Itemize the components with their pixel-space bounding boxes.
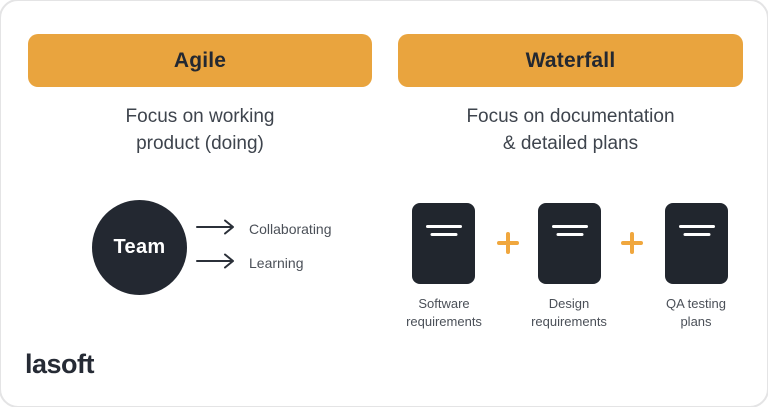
doc-label-line1: QA testing xyxy=(666,296,726,311)
lasoft-logo: lasoft xyxy=(25,349,95,379)
waterfall-header-bar: Waterfall xyxy=(398,34,743,87)
waterfall-header-label: Waterfall xyxy=(525,48,616,72)
agile-subtitle-line1: Focus on working xyxy=(125,106,275,127)
doc-label-line2: plans xyxy=(680,314,712,329)
team-label: Team xyxy=(113,236,166,258)
doc-label-line1: Design xyxy=(548,296,590,311)
document-text-line xyxy=(683,233,710,236)
document-text-line xyxy=(425,225,462,228)
plus-icon xyxy=(621,232,643,254)
software-requirements-label: Software requirements xyxy=(389,295,499,331)
document-icon xyxy=(538,203,601,284)
agile-subtitle: Focus on working product (doing) xyxy=(28,103,372,157)
collaborating-label: Collaborating xyxy=(249,221,332,237)
learning-label: Learning xyxy=(249,255,304,271)
document-text-line xyxy=(556,233,583,236)
waterfall-subtitle: Focus on documentation & detailed plans xyxy=(398,103,743,157)
right-arrow-icon xyxy=(196,219,236,240)
doc-label-line2: requirements xyxy=(406,314,482,329)
team-circle-icon: Team xyxy=(92,200,187,295)
collaborating-row: Collaborating xyxy=(196,219,332,239)
document-icon xyxy=(665,203,728,284)
plus-icon xyxy=(497,232,519,254)
document-text-line xyxy=(551,225,588,228)
doc-label-line2: requirements xyxy=(531,314,607,329)
agile-header-label: Agile xyxy=(173,48,227,72)
agile-header-bar: Agile xyxy=(28,34,372,87)
document-text-line xyxy=(430,233,457,236)
waterfall-subtitle-line2: & detailed plans xyxy=(502,133,639,154)
right-arrow-icon xyxy=(196,253,236,274)
qa-testing-plans-label: QA testing plans xyxy=(641,295,751,331)
waterfall-subtitle-line1: Focus on documentation xyxy=(466,106,675,127)
doc-label-line1: Software xyxy=(418,296,470,311)
document-text-line xyxy=(678,225,715,228)
agile-subtitle-line2: product (doing) xyxy=(136,133,264,154)
document-icon xyxy=(412,203,475,284)
learning-row: Learning xyxy=(196,253,304,273)
design-requirements-label: Design requirements xyxy=(514,295,624,331)
